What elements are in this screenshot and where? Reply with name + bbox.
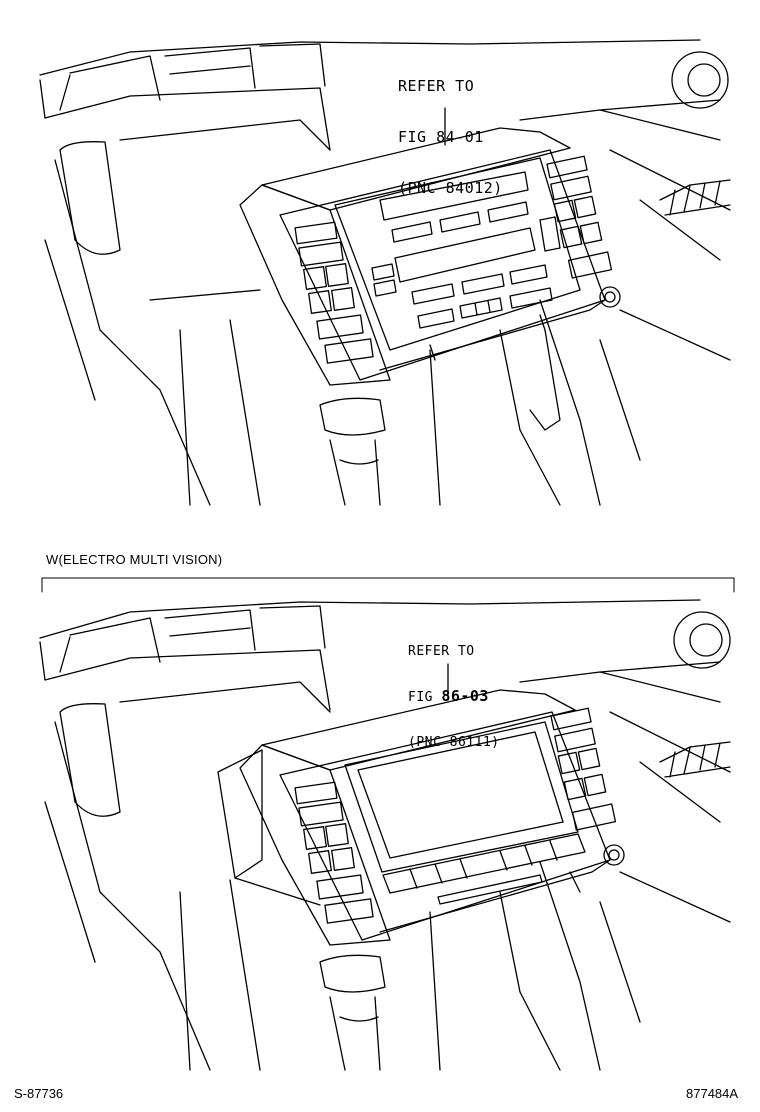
dash-right-knob-outer (671, 51, 729, 109)
dash-right-side-2 (519, 661, 731, 923)
bottom-callout-line1: REFER TO (408, 644, 475, 659)
variant-frame (41, 577, 735, 593)
dash-lower-console-2 (429, 861, 641, 1071)
top-view (39, 39, 731, 506)
dash-vent-slots-2 (69, 605, 326, 663)
unit-bottom-edge (379, 299, 606, 371)
left-button-column (294, 221, 374, 364)
dash-left-column-2 (44, 721, 211, 1071)
dash-left-vent (59, 141, 121, 255)
dash-upper-panel (39, 74, 331, 151)
bottom-callout: REFER TO FIG 86-03 (PNC 86111) (408, 614, 500, 765)
unit-inner-face (334, 157, 581, 351)
unit-left-housing (239, 184, 391, 386)
dash-lower-console (429, 299, 641, 506)
bottom-callout-fig-prefix: FIG (408, 690, 442, 705)
dash-top-edge-2 (39, 599, 701, 639)
bottom-callout-fig-number: 86-03 (441, 687, 489, 705)
top-callout-line2: FIG 84-01 (398, 128, 484, 146)
bottom-view (39, 599, 731, 1071)
shift-lever (319, 397, 386, 506)
dash-left-column (44, 159, 211, 506)
right-rotary-knob (599, 286, 621, 308)
top-callout-line1: REFER TO (398, 77, 475, 95)
bottom-callout-line3: (PNC 86111) (408, 735, 500, 750)
front-controls (371, 171, 561, 329)
mv-right-button-column (550, 707, 617, 831)
top-callout-line3: (PNC 84012) (398, 179, 503, 197)
dash-bracket (529, 329, 561, 431)
dash-right-knob-outer-2 (673, 611, 731, 669)
mv-screen (357, 731, 564, 859)
mv-slot (437, 874, 543, 905)
mv-screen-frame (344, 721, 579, 873)
dash-top-edge (39, 39, 701, 76)
dash-upper-panel-2 (39, 636, 331, 711)
dash-right-vents-2 (659, 741, 731, 778)
dash-right-knob-inner (687, 63, 721, 97)
mv-left-housing (239, 744, 391, 946)
dash-left-vent-2 (59, 703, 121, 817)
mv-rotary-knob (603, 844, 625, 866)
variant-label: W(ELECTRO MULTI VISION) (46, 552, 223, 567)
dash-center-stack (119, 119, 331, 506)
footer-right-code: 877484A (686, 1086, 739, 1101)
dash-right-side (519, 99, 731, 361)
mv-left-button-column (294, 781, 374, 924)
dash-vent-slots (69, 43, 326, 101)
dash-right-vents (659, 179, 731, 216)
dash-center-stack-2 (119, 681, 331, 1071)
mv-bottom-edge (379, 859, 611, 933)
dash-right-knob-inner-2 (689, 623, 723, 657)
bottom-callout-line2: FIG 86-03 (408, 687, 500, 706)
mv-rear-box (217, 749, 321, 906)
footer-left-code: S-87736 (14, 1086, 64, 1101)
top-callout: REFER TO FIG 84-01 (PNC 84012) (398, 44, 503, 214)
mv-button-strip (382, 833, 586, 894)
shift-lever-2 (319, 954, 386, 1071)
right-button-column (546, 155, 613, 279)
